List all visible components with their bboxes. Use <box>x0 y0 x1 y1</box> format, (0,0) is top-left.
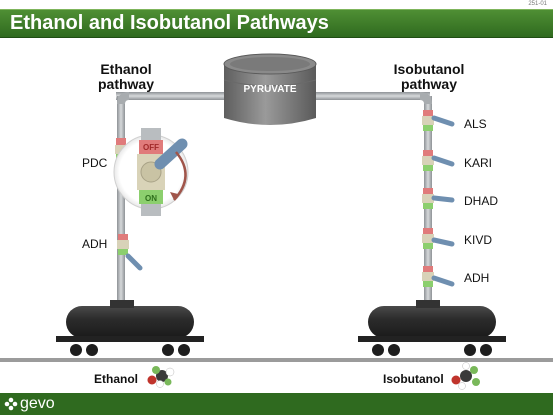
ethanol-adh-valve <box>117 234 143 271</box>
enzyme-label-kivd: KIVD <box>464 233 493 247</box>
isobutanol-pathway-heading: Isobutanol pathway <box>384 62 474 92</box>
brand-name: gevo <box>20 395 55 412</box>
pdc-zoom-view <box>113 128 189 216</box>
ethanol-heading-line1: Ethanol <box>100 61 152 77</box>
dhad-valve <box>422 188 455 209</box>
ethanol-molecule-icon <box>147 366 175 388</box>
ethanol-heading-line2: pathway <box>97 76 154 92</box>
pyruvate-tank <box>223 53 317 125</box>
ethanol-pipe <box>116 92 226 308</box>
isobutanol-railcar <box>358 300 506 356</box>
ethanol-product-label: Ethanol <box>94 372 138 386</box>
isobutanol-molecule-icon <box>451 362 480 390</box>
enzyme-label-dhad: DHAD <box>464 194 499 208</box>
slide-code: 251-01 <box>528 1 547 7</box>
isobutanol-pipe <box>316 92 432 308</box>
kari-valve <box>422 150 455 171</box>
isobutanol-product-label: Isobutanol <box>383 372 444 386</box>
enzyme-label-als: ALS <box>464 117 487 131</box>
zoom-off-label: OFF <box>143 143 159 152</box>
als-valve <box>422 110 455 131</box>
enzyme-label-kari: KARI <box>464 156 493 170</box>
enzyme-label-pdc: PDC <box>82 156 108 170</box>
ethanol-railcar <box>56 300 204 356</box>
enzyme-label-isobutanol-adh: ADH <box>464 271 490 285</box>
title-bar: Ethanol and Isobutanol Pathways <box>0 9 553 38</box>
footer-bar: gevo <box>0 393 553 415</box>
isobutanol-adh-valve <box>422 266 455 287</box>
page-title: Ethanol and Isobutanol Pathways <box>10 12 329 34</box>
kivd-valve <box>422 228 455 249</box>
ethanol-pathway-heading: Ethanol pathway <box>86 62 166 92</box>
isobutanol-heading-line1: Isobutanol <box>393 61 465 77</box>
pyruvate-label: PYRUVATE <box>244 84 297 95</box>
enzyme-label-ethanol-adh: ADH <box>82 237 108 251</box>
zoom-on-label: ON <box>145 194 157 203</box>
ground-line <box>0 358 553 362</box>
gevo-logo-icon <box>4 397 18 411</box>
isobutanol-heading-line2: pathway <box>400 76 457 92</box>
